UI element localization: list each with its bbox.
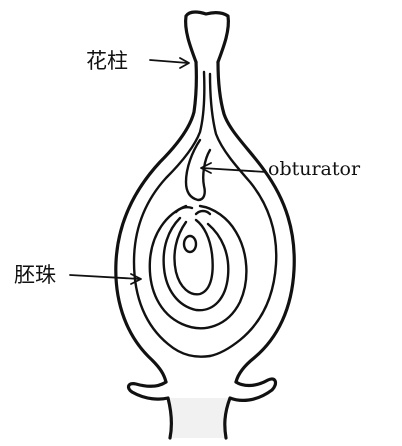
ovule-inner-integument [164,218,229,310]
style-label: 花柱 [86,51,128,72]
obturator-label: obturator [268,160,360,179]
style-arrow [150,58,189,68]
nucellus [174,220,212,294]
receptacle-shading [168,398,230,438]
ovule-arrow [70,274,141,284]
ovule-label: 胚珠 [14,265,56,286]
receptacle-right [225,379,276,438]
embryo-sac [184,236,196,252]
obturator-arrow [201,163,266,173]
receptacle-left [129,382,172,438]
stigma-tip [186,12,229,62]
